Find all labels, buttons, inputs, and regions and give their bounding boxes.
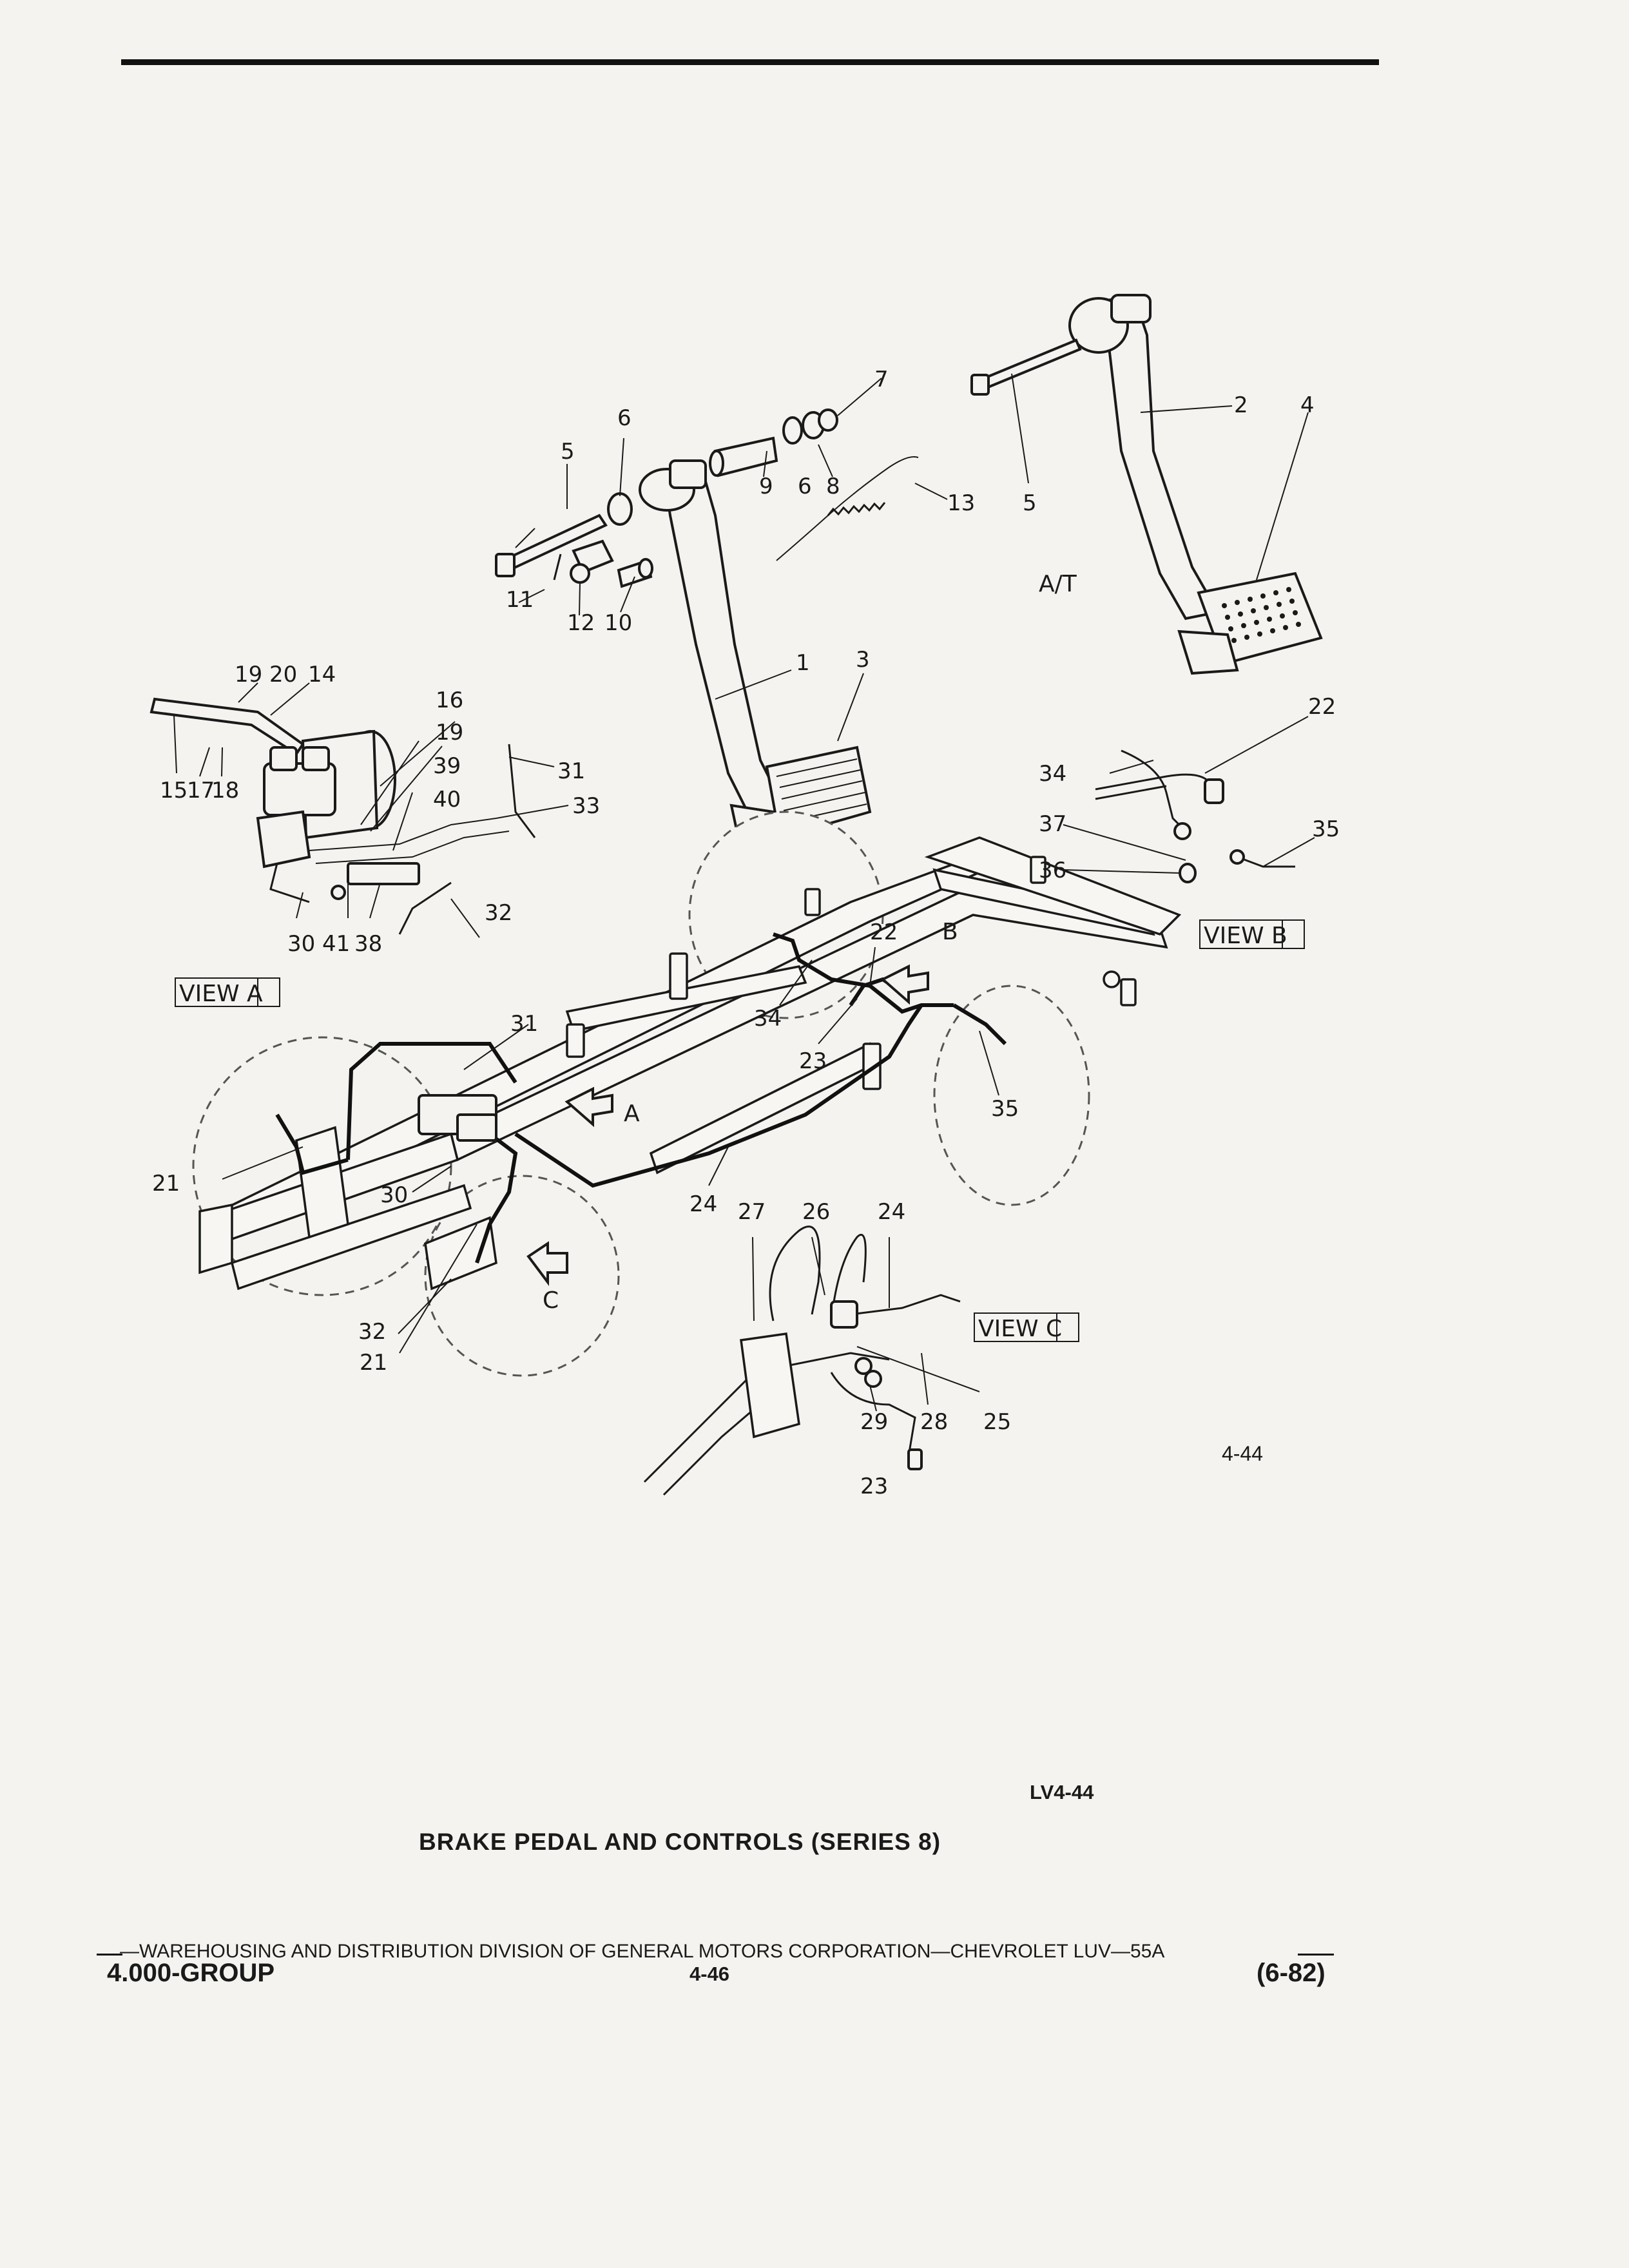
callout-1: 1: [796, 650, 810, 676]
top-rule: [121, 59, 1379, 65]
view-c-rear-hose: [643, 1225, 961, 1496]
callout-15: 15: [160, 778, 188, 803]
arrow-label-c: C: [543, 1287, 559, 1314]
callout-9: 9: [759, 474, 773, 499]
callout-34a: 34: [1039, 761, 1066, 787]
callout-23a: 23: [799, 1048, 827, 1074]
callout-18: 18: [211, 778, 239, 803]
callout-22b: 22: [870, 919, 898, 945]
callout-22a: 22: [1308, 694, 1336, 720]
callout-14: 14: [308, 662, 336, 687]
callout-5a: 5: [561, 439, 575, 465]
callout-38: 38: [354, 931, 382, 957]
callout-35b: 35: [991, 1096, 1019, 1122]
callout-11: 11: [506, 587, 534, 613]
view-c-label: VIEW C: [978, 1316, 1062, 1342]
callout-30a: 30: [287, 931, 315, 957]
callout-17: 17: [187, 778, 215, 803]
callout-10: 10: [604, 610, 632, 636]
callout-37: 37: [1039, 811, 1066, 837]
at-pedal-pad-dots: [1222, 587, 1301, 643]
callout-24b: 24: [878, 1199, 905, 1225]
callout-6b: 6: [798, 474, 812, 499]
callout-29: 29: [860, 1409, 888, 1435]
view-b-hose-parts: [1095, 749, 1295, 883]
callout-16: 16: [436, 687, 463, 713]
callout-32b: 32: [358, 1319, 386, 1345]
callout-3: 3: [856, 647, 870, 673]
callout-12: 12: [567, 610, 595, 636]
return-spring: [776, 456, 919, 561]
pushrod-clevis-parts: [495, 492, 653, 588]
callout-7: 7: [874, 367, 889, 392]
callout-20: 20: [269, 662, 297, 687]
brake-lines: [275, 932, 1007, 1264]
at-brake-pedal: [970, 294, 1323, 675]
callout-23b: 23: [860, 1474, 888, 1499]
callout-4: 4: [1300, 392, 1315, 418]
arrow-label-b: B: [942, 919, 958, 945]
at-label: A/T: [1039, 571, 1077, 597]
callout-2: 2: [1234, 392, 1248, 418]
mt-brake-pedal: [639, 459, 872, 852]
callout-35a: 35: [1312, 816, 1340, 842]
pivot-shaft-assembly: [709, 408, 838, 477]
callout-39: 39: [433, 753, 461, 779]
callout-numbers: 1 2 3 4 5 5 6 6 7 8 9 10 11 12 13 14 15 …: [152, 367, 1340, 1499]
view-b-label: VIEW B: [1204, 923, 1287, 949]
callout-36: 36: [1039, 858, 1066, 883]
arrow-label-a: A: [624, 1100, 640, 1127]
figure-number: 4-44: [1222, 1442, 1264, 1465]
callout-26: 26: [802, 1199, 830, 1225]
callout-25: 25: [983, 1409, 1011, 1435]
callout-34b: 34: [754, 1006, 782, 1032]
view-a-master-cylinder: [149, 697, 536, 935]
callout-5b: 5: [1023, 490, 1037, 516]
footer-division: —WAREHOUSING AND DISTRIBUTION DIVISION O…: [120, 1941, 1165, 1962]
callout-40: 40: [433, 787, 461, 812]
callout-28: 28: [920, 1409, 948, 1435]
callout-13: 13: [947, 490, 975, 516]
footer-trail-dash: [1298, 1954, 1334, 1956]
callout-41: 41: [322, 931, 350, 957]
footer-page: 4-46: [689, 1963, 730, 1985]
callout-19b: 19: [436, 720, 463, 745]
view-arrows: [526, 964, 929, 1286]
callout-21a: 21: [152, 1171, 180, 1196]
view-tags: VIEW A VIEW B VIEW C A/T A B C: [175, 571, 1305, 1342]
leader-lines: [173, 373, 1315, 1412]
callout-33: 33: [572, 793, 600, 819]
view-a-label: VIEW A: [179, 981, 263, 1007]
figure-code: LV4-44: [1030, 1781, 1094, 1803]
figure-caption: BRAKE PEDAL AND CONTROLS (SERIES 8): [419, 1829, 941, 1855]
callout-19a: 19: [235, 662, 262, 687]
callout-30b: 30: [380, 1182, 408, 1208]
callout-6a: 6: [617, 405, 631, 431]
callout-21b: 21: [360, 1350, 387, 1376]
callout-8: 8: [826, 474, 840, 499]
callout-24a: 24: [689, 1191, 717, 1217]
footer-lead-dash: [97, 1954, 122, 1956]
footer-date: (6-82): [1257, 1959, 1325, 1987]
callout-32a: 32: [485, 900, 512, 926]
callout-31a: 31: [557, 758, 585, 784]
callout-27: 27: [738, 1199, 766, 1225]
footer-group: 4.000-GROUP: [107, 1959, 275, 1987]
callout-31b: 31: [510, 1011, 538, 1037]
pedal-pad-ribs: [776, 758, 867, 823]
